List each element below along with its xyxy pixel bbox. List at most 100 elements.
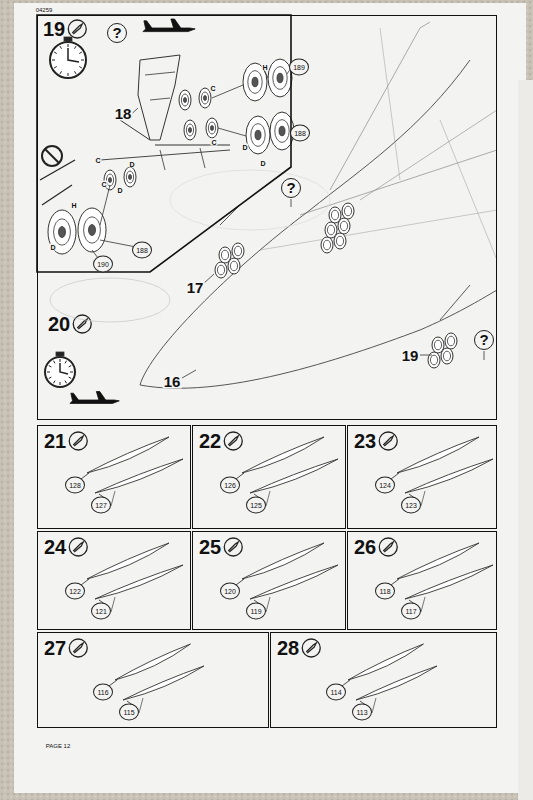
step-panel: 24: [37, 531, 191, 630]
wheel: [179, 90, 191, 110]
drawing-line: [200, 148, 205, 168]
glue-icon: [73, 315, 91, 333]
question-icon: ?: [281, 178, 301, 198]
glue-icon: [379, 538, 397, 556]
wheel: [206, 118, 218, 138]
wheel: [184, 120, 196, 140]
drawing-line: [212, 85, 243, 98]
fairing-part: [115, 644, 190, 680]
fairing-part: [356, 666, 437, 700]
drawing-line: [420, 355, 432, 356]
step-panel: 28: [270, 632, 497, 728]
drawing-line: [380, 28, 400, 180]
drawing-line: [40, 160, 75, 180]
drawing-line: [300, 150, 497, 215]
wheel: [124, 167, 136, 187]
drawing-line: [155, 145, 230, 146]
glue-icon: [224, 538, 242, 556]
drawing-line: [138, 55, 180, 140]
glue-icon: [224, 432, 242, 450]
step-number: 22: [199, 431, 221, 451]
part-number: 113: [352, 704, 372, 721]
wheel: [78, 208, 106, 252]
part-number: 189: [289, 59, 309, 76]
drawing-line: [100, 185, 110, 225]
wheel: [428, 352, 440, 368]
question-icon: ?: [107, 23, 127, 43]
drawing-line: [182, 370, 196, 378]
adhesive-letter: H: [261, 64, 268, 71]
drawing-line: [100, 240, 136, 247]
glue-icon: [69, 538, 87, 556]
drawing-line: [266, 597, 270, 612]
step-number: 25: [199, 537, 221, 557]
aircraft-silhouette: [70, 392, 119, 404]
aircraft-silhouette: [143, 19, 195, 32]
fuselage-outline: [140, 60, 470, 385]
adhesive-letter: D: [116, 187, 123, 194]
part-number: 127: [91, 497, 111, 514]
wheel: [445, 333, 457, 349]
adhesive-letter: H: [70, 202, 77, 209]
glue-icon: [69, 432, 87, 450]
wheel: [342, 203, 354, 219]
fuselage-outline: [140, 290, 497, 388]
wheel: [228, 258, 240, 274]
wheel: [441, 348, 453, 364]
callout-number: 16: [163, 374, 182, 389]
question-icon: ?: [474, 330, 494, 350]
fairing-part: [123, 666, 204, 700]
drying-clock-icon: [45, 352, 75, 387]
glue-icon: [68, 20, 86, 38]
step-panel: 21: [37, 425, 191, 529]
adhesive-letter: C: [210, 139, 217, 146]
sheet-note: 04259: [36, 7, 53, 13]
drawing-line: [440, 120, 497, 260]
wheel: [215, 262, 227, 278]
part-number: 128: [65, 477, 85, 494]
fairing-part: [250, 565, 338, 599]
part-number: 118: [375, 583, 395, 600]
drawing-line: [260, 210, 497, 250]
drawing-line: [120, 120, 150, 140]
drawing-line: [160, 150, 165, 170]
part-number: 188: [290, 125, 310, 142]
glue-icon: [69, 639, 87, 657]
adhesive-letter: D: [259, 160, 266, 167]
adhesive-letter: D: [49, 244, 56, 251]
step-number: 21: [44, 431, 66, 451]
step-panel: 23: [347, 425, 497, 529]
drawing-line: [421, 597, 425, 612]
step-number: 28: [277, 638, 299, 658]
part-number: 119: [246, 603, 266, 620]
fairing-part: [95, 459, 183, 493]
step-number: 24: [44, 537, 66, 557]
step-panel-frame: 20: [37, 15, 497, 420]
part-number: 117: [401, 603, 421, 620]
wheel: [338, 218, 350, 234]
step-panel: 25: [192, 531, 346, 630]
drawing-line: [330, 22, 430, 190]
drawing-line: [100, 150, 230, 160]
part-number: 120: [220, 583, 240, 600]
step-number: 20: [48, 314, 70, 334]
drawing-line: [139, 698, 143, 713]
fairing-part: [405, 459, 493, 493]
step-panel: 26: [347, 531, 497, 630]
drawing-line: [150, 98, 170, 100]
drawing-line: [440, 285, 470, 320]
drawing-line: [111, 597, 115, 612]
drawing-line: [484, 351, 485, 360]
drawing-line: [372, 698, 376, 713]
part-number: 126: [220, 477, 240, 494]
adhesive-letter: D: [241, 144, 248, 151]
fairing-part: [95, 565, 183, 599]
drawing-line: [203, 274, 214, 284]
adhesive-letter: C: [209, 85, 216, 92]
prohibition-icon: [42, 146, 62, 166]
part-number: 188: [132, 242, 152, 259]
drawing-line: [218, 128, 246, 136]
adhesive-letter: C: [94, 157, 101, 164]
callout-number: 19: [401, 348, 420, 363]
part-number: 190: [93, 256, 113, 273]
